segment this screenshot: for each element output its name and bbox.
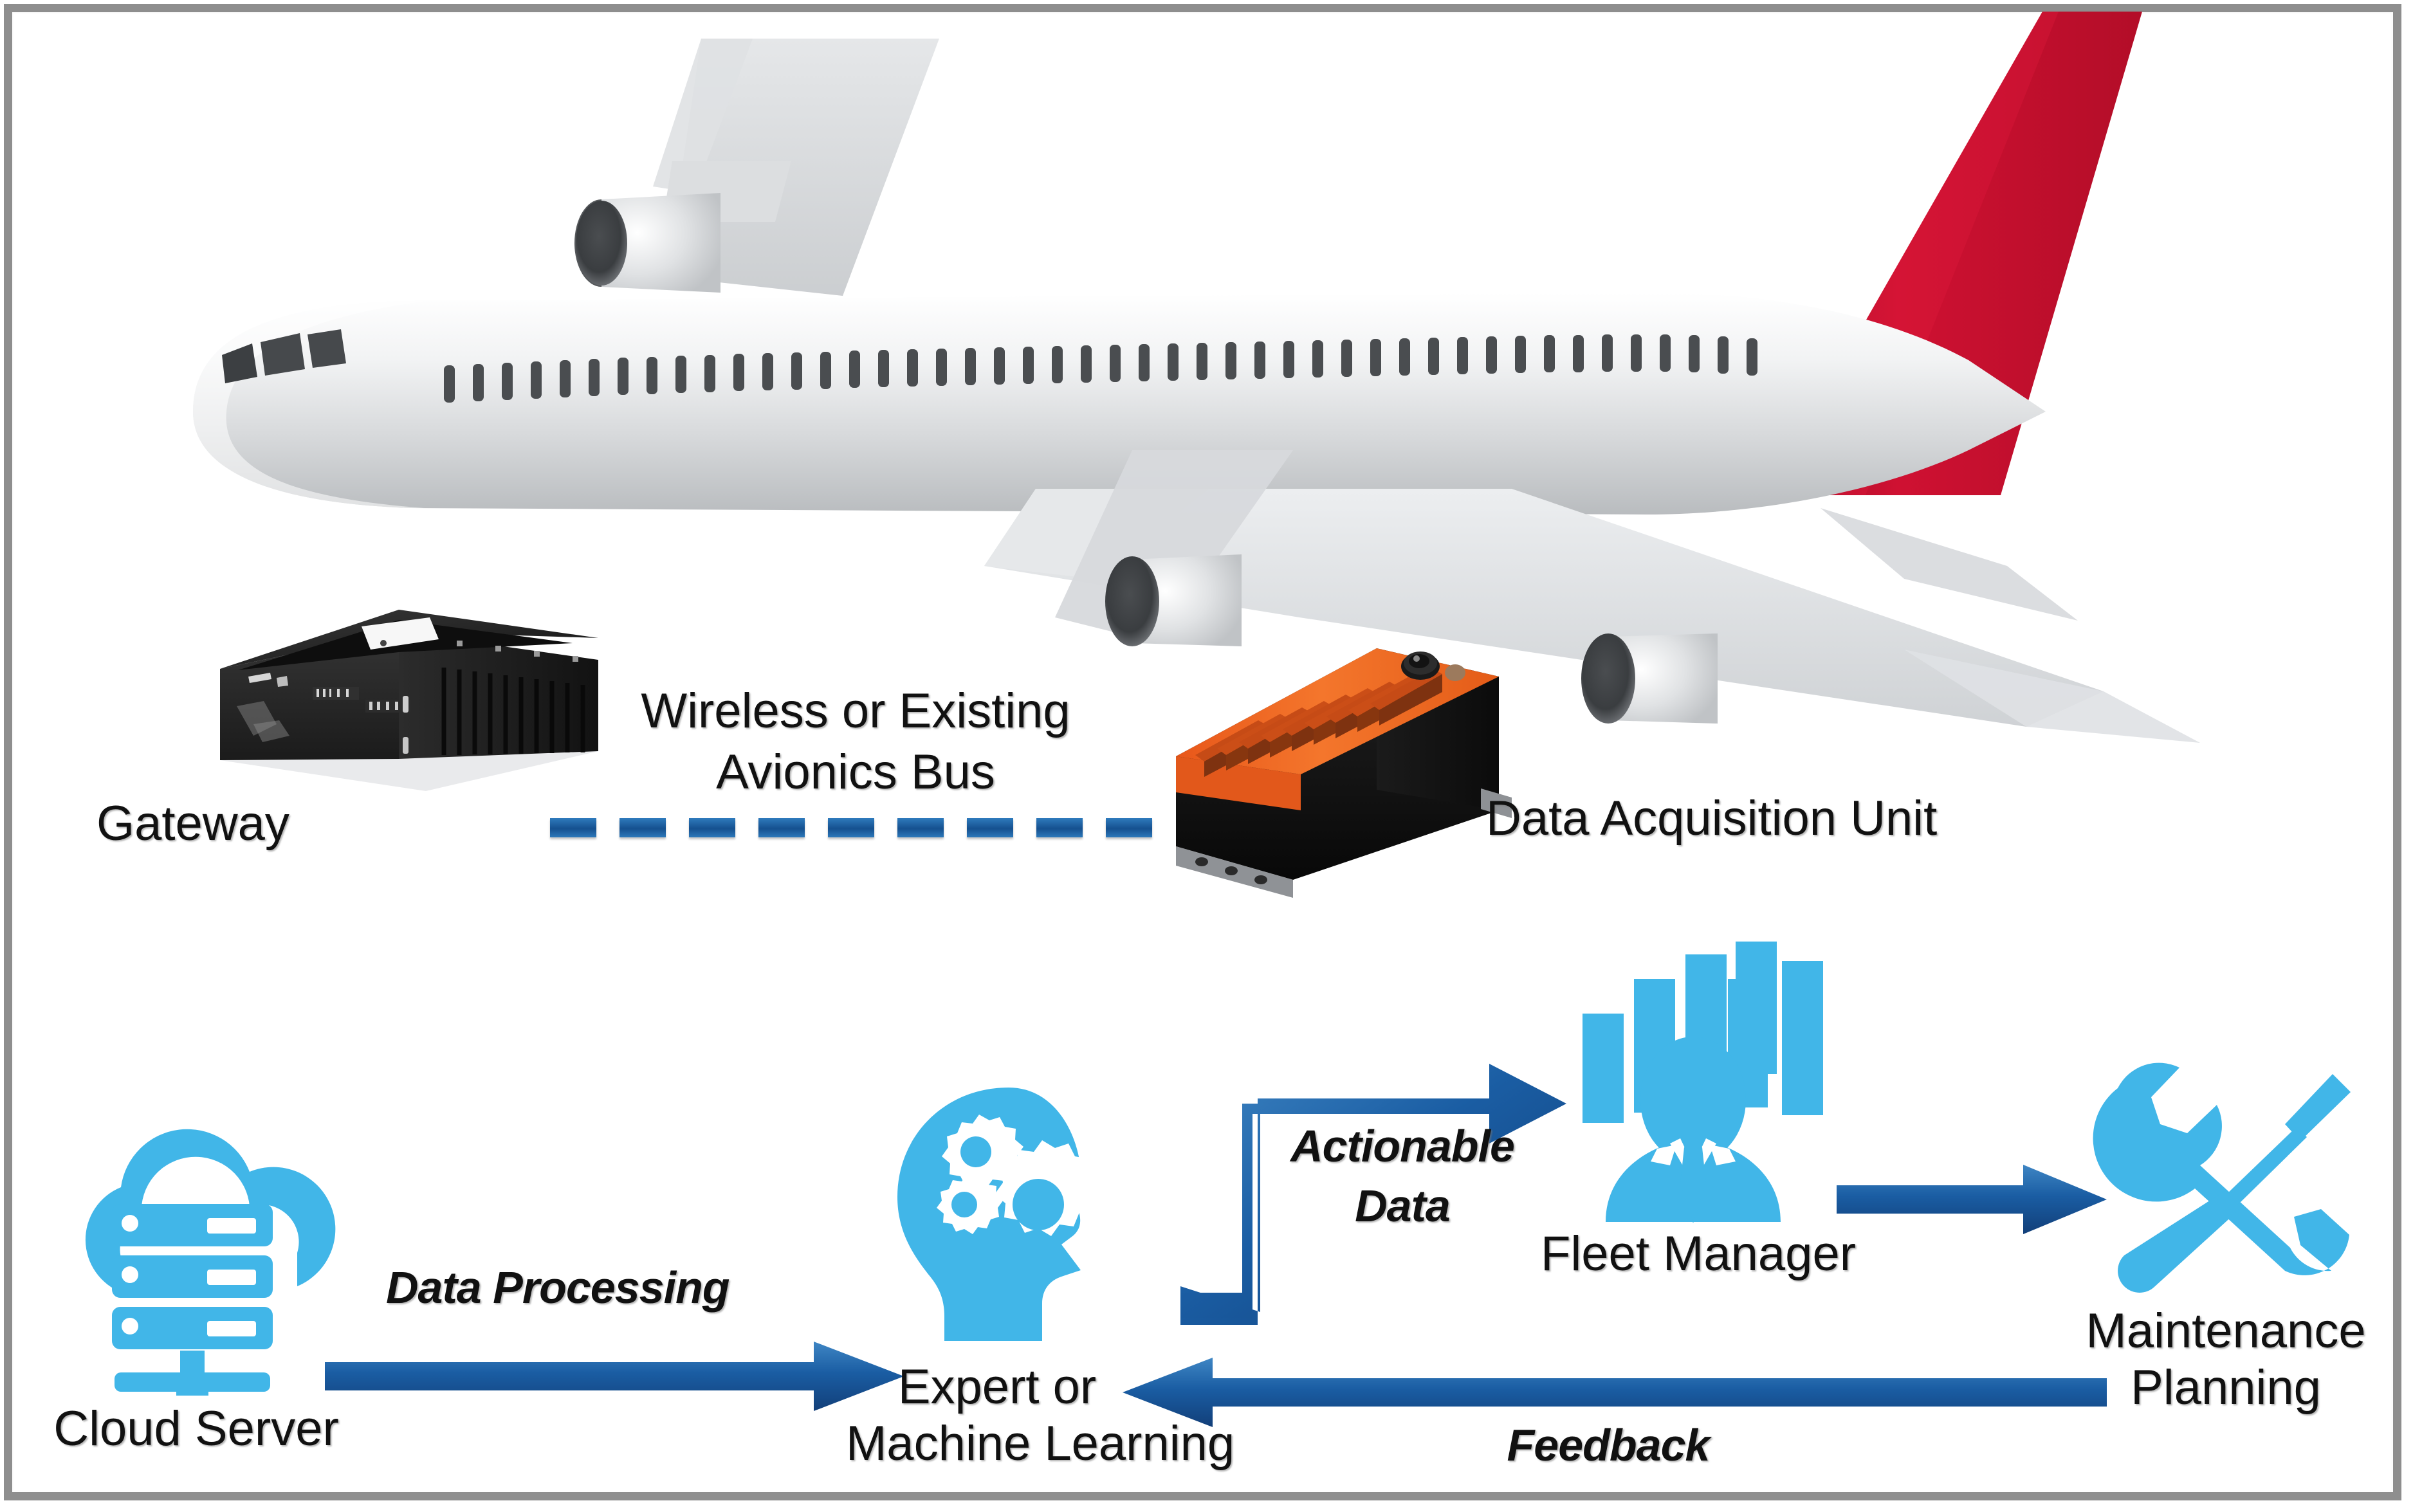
actionable-data-arrow bbox=[1180, 1064, 1566, 1325]
manager-chart-icon bbox=[1583, 942, 1823, 1223]
avionics-bus-label-line1: Wireless or Existing bbox=[641, 684, 1070, 738]
avionics-bus-label-line2: Avionics Bus bbox=[716, 745, 995, 799]
feedback-label: Feedback bbox=[1507, 1420, 1711, 1470]
cloud-server-caption: Cloud Server bbox=[53, 1401, 339, 1456]
actionable-data-label-line2: Data bbox=[1355, 1181, 1451, 1231]
aircraft-illustration bbox=[193, 12, 2200, 743]
expert-ml-caption-line2: Machine Learning bbox=[846, 1416, 1235, 1471]
cloud-server-icon bbox=[85, 1129, 336, 1398]
expert-ml-caption-line1: Expert or bbox=[897, 1360, 1097, 1414]
data-processing-arrow bbox=[325, 1342, 904, 1411]
gateway-device-image bbox=[187, 598, 624, 823]
actionable-data-label-line1: Actionable bbox=[1290, 1121, 1515, 1171]
feedback-arrow bbox=[1123, 1358, 2107, 1427]
maintenance-planning-node[interactable]: Maintenance Planning bbox=[2084, 1055, 2367, 1447]
fleet-manager-node[interactable]: Fleet Manager bbox=[1541, 926, 1866, 1299]
data-acquisition-unit-label: Data Acquisition Unit bbox=[1486, 791, 1938, 846]
plan-arrow bbox=[1837, 1165, 2107, 1234]
data-processing-label: Data Processing bbox=[386, 1262, 730, 1313]
avionics-bus-dashed-line bbox=[550, 818, 1155, 837]
gateway-label: Gateway bbox=[96, 796, 289, 851]
expert-ml-node[interactable]: Expert or Machine Learning bbox=[846, 1064, 1234, 1489]
maintenance-planning-caption-line1: Maintenance bbox=[2086, 1304, 2366, 1358]
head-gears-icon bbox=[897, 1088, 1099, 1341]
data-acquisition-unit-image bbox=[1164, 617, 1615, 900]
fleet-manager-caption: Fleet Manager bbox=[1540, 1226, 1857, 1281]
maintenance-planning-caption-line2: Planning bbox=[2131, 1360, 2321, 1415]
cloud-server-node[interactable]: Cloud Server bbox=[45, 1093, 347, 1492]
wrench-screwdriver-icon bbox=[2093, 1062, 2351, 1293]
